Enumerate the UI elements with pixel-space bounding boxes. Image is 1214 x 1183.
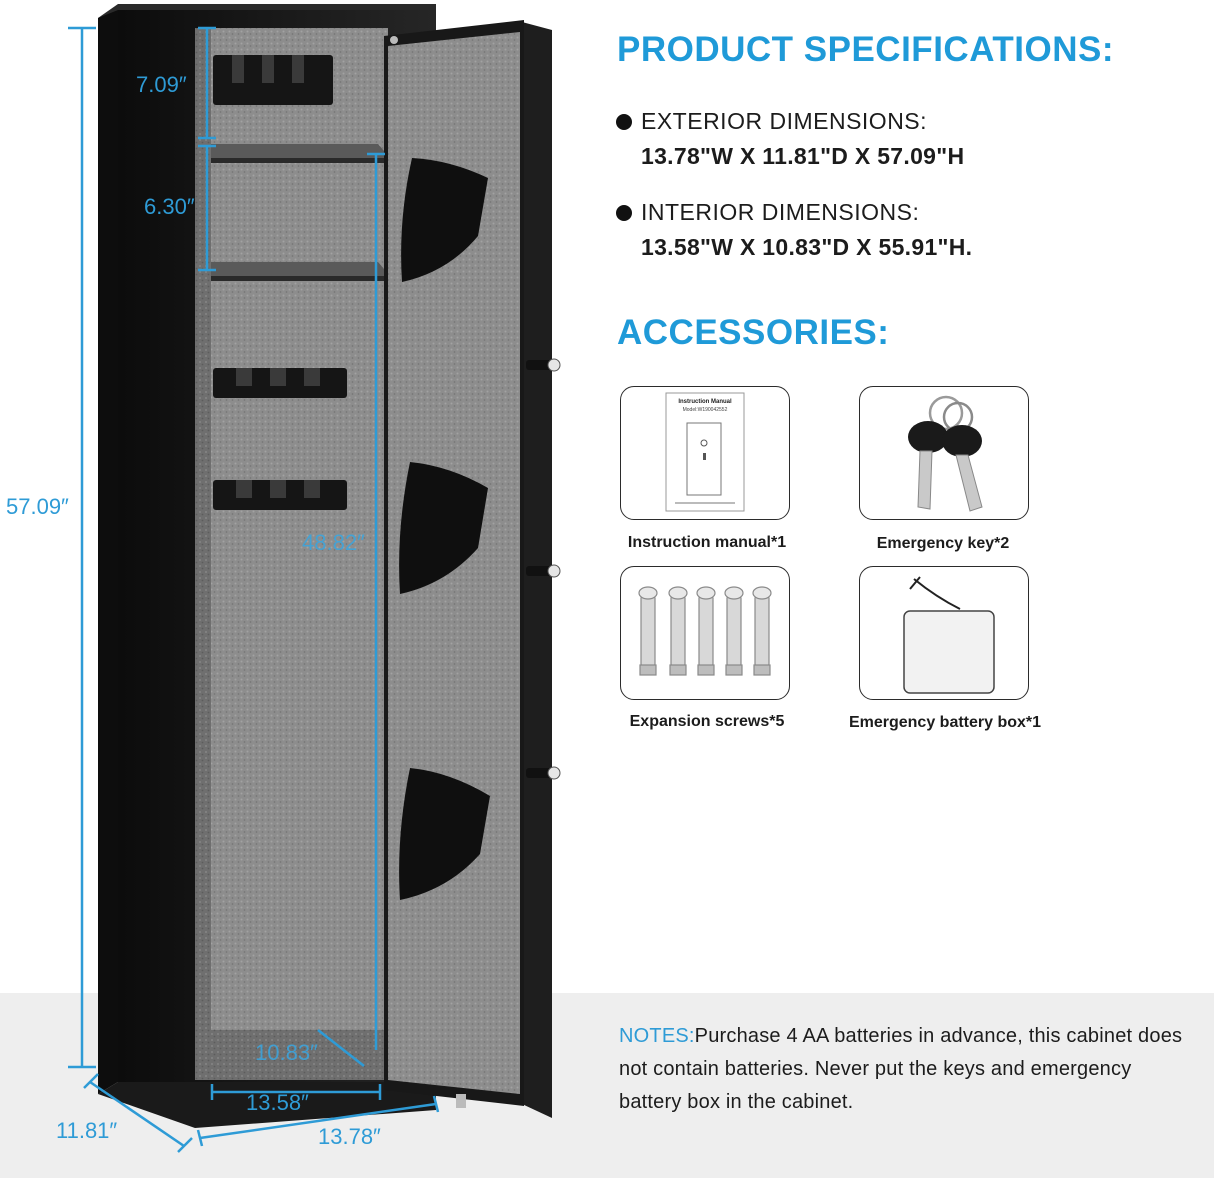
accessories-title: ACCESSORIES: [617, 313, 890, 352]
battery-box-icon [903, 576, 995, 694]
specifications-title: PRODUCT SPECIFICATIONS: [617, 30, 1114, 69]
interior-height-dimension: 48.82″ [302, 530, 365, 555]
accessory-label-keys: Emergency key*2 [876, 535, 1010, 552]
shelf-top-edge [211, 158, 390, 163]
barrel-rest-lower [213, 480, 347, 510]
exterior-width-dimension: 13.78″ [318, 1124, 381, 1149]
emergency-key-icon [908, 395, 983, 512]
safe-base [98, 1082, 436, 1128]
notes-body: Purchase 4 AA batteries in advance, this… [619, 1025, 1183, 1113]
interior-dimensions-spec: INTERIOR DIMENSIONS: 13.58"W X 10.83"D X… [616, 199, 1176, 261]
shelf-middle-edge [211, 276, 390, 281]
door-hinge-bottom [456, 1094, 466, 1108]
exterior-dimensions-spec: EXTERIOR DIMENSIONS: 13.78"W X 11.81"D X… [616, 108, 1176, 170]
interior-dimensions-value: 13.58"W X 10.83"D X 55.91"H. [641, 234, 973, 260]
door-bolt-bottom [526, 766, 561, 780]
interior-floor [211, 1030, 388, 1080]
accessory-card-battery-box [859, 566, 1029, 700]
accessory-card-manual: Instruction Manual Model:W190042552 [620, 386, 790, 520]
interior-dimensions-label: INTERIOR DIMENSIONS: [641, 199, 920, 225]
door-hinge-top [390, 36, 398, 44]
manual-title: Instruction Manual [678, 399, 732, 405]
barrel-rest-top [213, 55, 333, 105]
notes-text: NOTES:Purchase 4 AA batteries in advance… [619, 1020, 1199, 1119]
door-pocket-top [401, 158, 488, 282]
bullet-icon [616, 204, 632, 221]
accessory-label-manual: Instruction manual*1 [627, 534, 787, 551]
door-pocket-bottom [399, 768, 490, 900]
exterior-dimensions-label: EXTERIOR DIMENSIONS: [641, 108, 928, 134]
shelf-top [211, 144, 390, 158]
gun-safe-illustration: 7.09″ 6.30″ 48.82″ 57.09″ 10.83″ 13.58″ … [0, 0, 600, 1178]
door-bolt-middle [526, 564, 561, 578]
shelf-middle [211, 262, 390, 276]
manual-model: Model:W190042552 [682, 407, 728, 413]
exterior-dimensions-value: 13.78"W X 11.81"D X 57.09"H [641, 143, 965, 169]
accessory-card-screws [620, 566, 790, 700]
interior-width-dimension: 13.58″ [246, 1090, 309, 1115]
accessory-card-keys [859, 386, 1029, 520]
exterior-depth-dimension: 11.81″ [56, 1118, 118, 1143]
interior-left-wall [195, 28, 211, 1080]
top-section-dimension: 7.09″ [136, 72, 187, 97]
door-pocket-middle [399, 462, 488, 594]
accessory-label-screws: Expansion screws*5 [629, 713, 785, 730]
safe-interior [195, 28, 388, 1080]
interior-depth-dimension: 10.83″ [255, 1040, 318, 1065]
safe-side-panel [98, 10, 118, 1094]
dimension-lines [68, 26, 440, 1153]
instruction-manual-icon [665, 392, 745, 512]
barrel-rest-middle [213, 368, 347, 398]
accessory-label-battery-box: Emergency battery box*1 [848, 714, 1042, 731]
exterior-height-dimension: 57.09″ [6, 494, 69, 519]
shelf-section-dimension: 6.30″ [144, 194, 195, 219]
notes-key: NOTES: [619, 1025, 695, 1047]
door-bolt-top [526, 358, 561, 372]
expansion-screws-icon [638, 586, 772, 676]
gun-safe-drawing [68, 4, 561, 1153]
bullet-icon [616, 113, 632, 130]
